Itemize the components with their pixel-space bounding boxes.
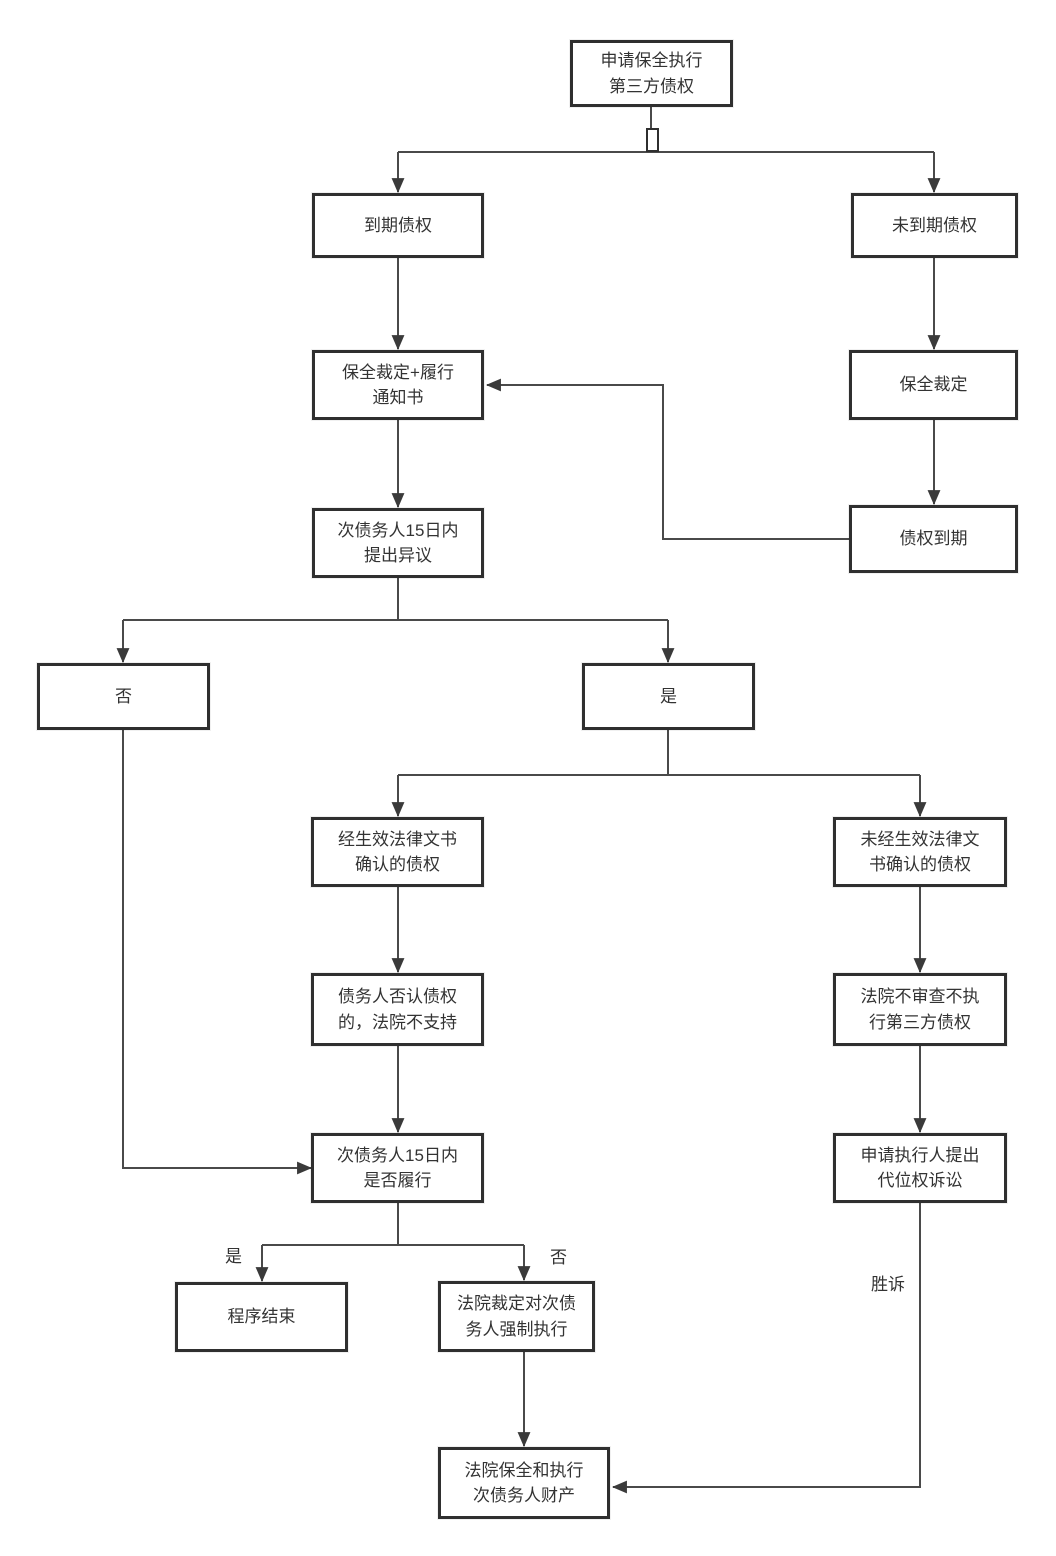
node-yes-branch: 是 bbox=[582, 663, 755, 730]
node-court-no-review: 法院不审查不执 行第三方债权 bbox=[833, 973, 1007, 1046]
edge-label-win-suit: 胜诉 bbox=[869, 1275, 907, 1296]
node-debtor-denies: 债务人否认债权 的，法院不支持 bbox=[311, 973, 484, 1046]
edge-no-to-perform bbox=[122, 730, 313, 1175]
connector-bridge-mark bbox=[646, 128, 659, 152]
node-unmatured-claim: 未到期债权 bbox=[851, 193, 1018, 258]
node-objection-15days: 次债务人15日内 提出异议 bbox=[312, 508, 484, 578]
edge-label-yes: 是 bbox=[223, 1247, 244, 1268]
node-claim-matures: 债权到期 bbox=[849, 505, 1018, 573]
node-confirmed-claim: 经生效法律文书 确认的债权 bbox=[311, 817, 484, 887]
node-unconfirmed-claim: 未经生效法律文 书确认的债权 bbox=[833, 817, 1007, 887]
node-preservation-ruling: 保全裁定 bbox=[849, 350, 1018, 420]
edge-subrogation-to-preserve bbox=[611, 1203, 921, 1494]
node-compulsory-enforcement: 法院裁定对次债 务人强制执行 bbox=[438, 1281, 595, 1352]
node-ruling-plus-notice: 保全裁定+履行 通知书 bbox=[312, 350, 484, 420]
node-procedure-end: 程序结束 bbox=[175, 1282, 348, 1352]
edge-label-no: 否 bbox=[548, 1248, 569, 1269]
node-start: 申请保全执行 第三方债权 bbox=[570, 40, 733, 107]
edge-claim-matures-to-ruling-notice bbox=[485, 378, 849, 540]
node-matured-claim: 到期债权 bbox=[312, 193, 484, 258]
node-subrogation-suit: 申请执行人提出 代位权诉讼 bbox=[833, 1133, 1007, 1203]
node-perform-15days: 次债务人15日内 是否履行 bbox=[311, 1133, 484, 1203]
node-preserve-and-execute: 法院保全和执行 次债务人财产 bbox=[438, 1447, 610, 1519]
node-no-branch: 否 bbox=[37, 663, 210, 730]
